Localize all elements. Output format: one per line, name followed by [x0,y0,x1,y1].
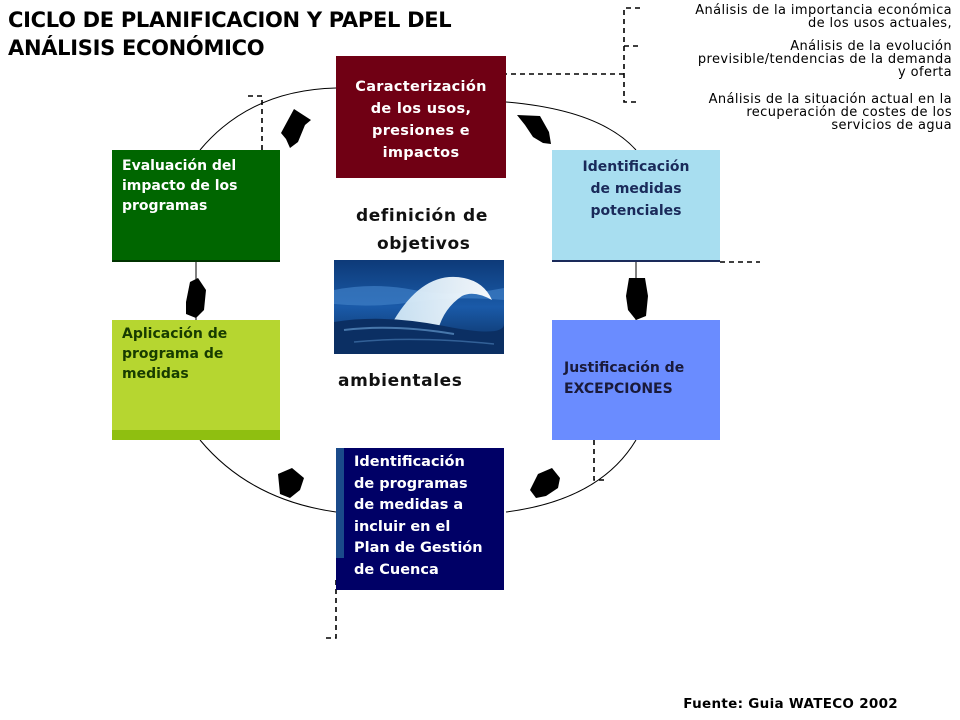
title-line-2: ANÁLISIS ECONÓMICO [8,36,265,60]
center-text-ambientales: ambientales [338,371,463,391]
wave-image [334,260,504,354]
note-recuperacion-costes: Análisis de la situación actual en la re… [708,92,952,133]
arc-bottom-left [199,439,337,513]
dash-notes-bracket [623,7,640,103]
center-text-definicion: definición de [356,206,488,226]
wave-picture [334,260,504,354]
center-text-objetivos: objetivos [377,234,471,254]
note-importancia-economica: Análisis de la importancia económica de … [695,3,952,31]
note-evolucion-previsible: Análisis de la evolución previsible/tend… [697,39,952,80]
dash-evaluacion [248,95,263,150]
arrow-left [186,278,206,318]
box-justificacion-excepciones: Justificación de EXCEPCIONES [552,320,720,440]
source-caption: Fuente: Guia WATECO 2002 [683,696,898,712]
arc-top-right [505,101,637,151]
title-line-1: CICLO DE PLANIFICACION Y PAPEL DEL [8,8,452,32]
arrow-bottom-left [278,468,304,498]
arrow-bottom-right [530,468,560,498]
box-identificacion-programas: Identificación de programas de medidas a… [336,448,504,590]
box-identificacion-medidas: Identificación de medidas potenciales [552,150,720,262]
box-caracterizacion: Caracterización de los usos, presiones e… [336,56,506,178]
arrow-top-right [517,115,551,144]
box-evaluacion-impacto: Evaluación del impacto de los programas [112,150,280,262]
box-aplicacion-programa: Aplicación de programa de medidas [112,320,280,440]
page-title: CICLO DE PLANIFICACION Y PAPEL DEL ANÁLI… [8,6,488,62]
dash-programas [324,580,337,639]
arc-bottom-right [505,439,637,513]
arrow-top-left [281,109,311,148]
arrow-right [626,278,648,320]
arc-top-left [199,87,337,151]
dash-justificacion [593,440,608,481]
